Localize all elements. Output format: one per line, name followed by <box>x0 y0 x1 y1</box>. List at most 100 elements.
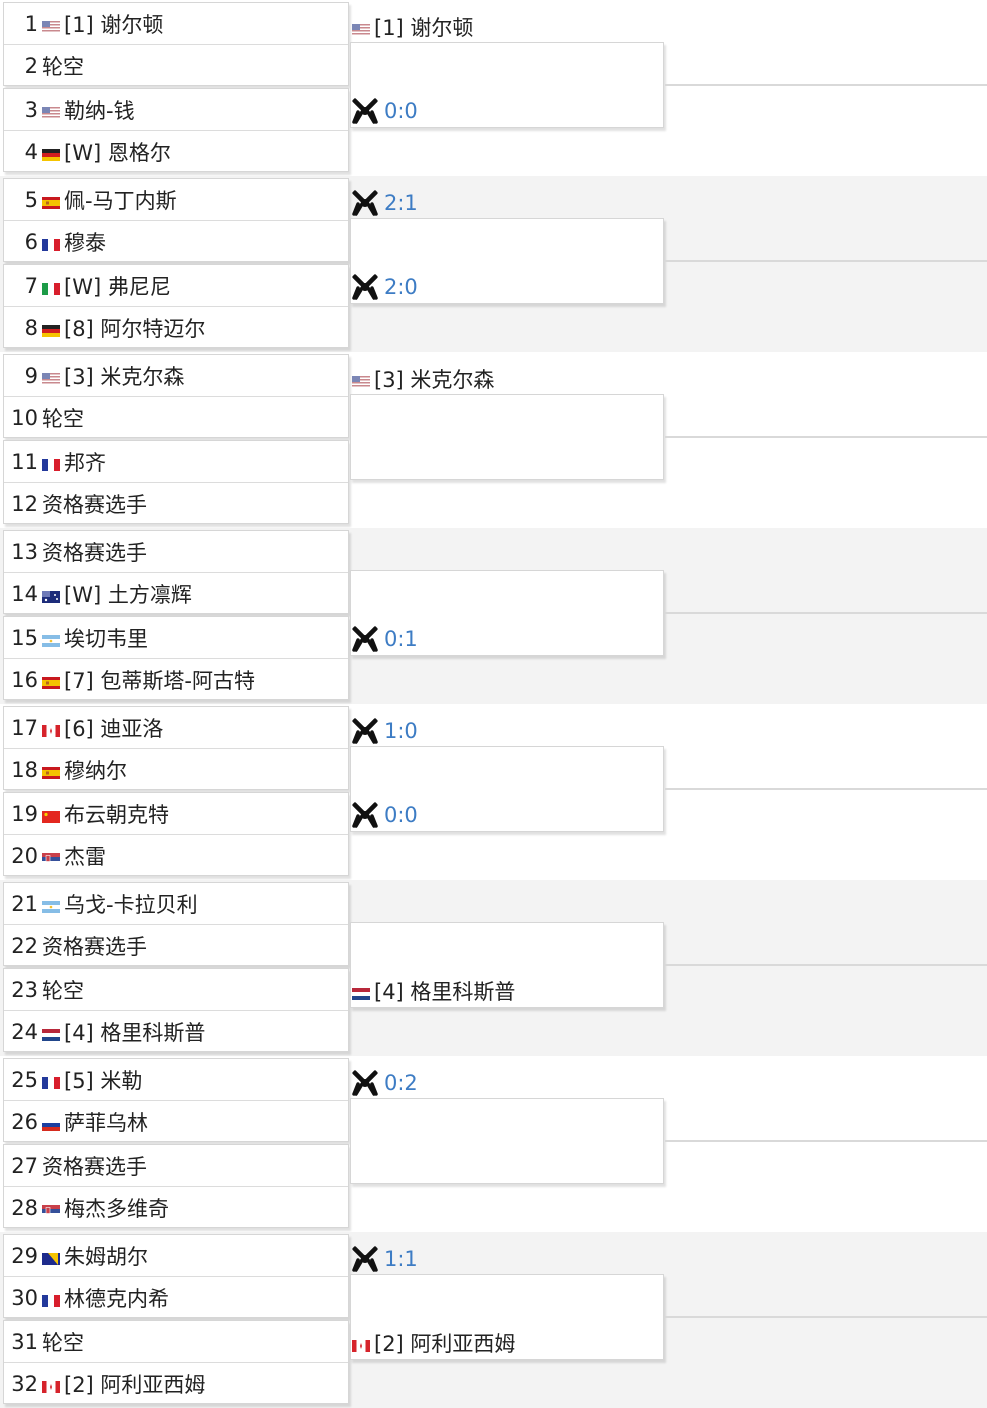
advanced-player-name: [2] 阿利亚西姆 <box>374 1332 516 1356</box>
head-to-head-score[interactable]: 0:1 <box>384 627 418 651</box>
country-flag-icon <box>42 632 60 647</box>
round2-slot[interactable]: 1:1 <box>352 1244 418 1274</box>
round2-slot[interactable]: 0:0 <box>352 800 418 830</box>
country-flag-icon <box>42 1378 60 1393</box>
round2-match-box <box>350 570 664 656</box>
round2-match-box <box>350 218 664 304</box>
head-to-head-score[interactable]: 0:2 <box>384 1071 418 1095</box>
player-row[interactable]: 8[8] 阿尔特迈尔 <box>4 307 350 349</box>
player-name: 布云朝克特 <box>64 803 169 827</box>
bracket-connector <box>665 260 987 262</box>
bracket-connector <box>665 964 987 966</box>
head-to-head-score[interactable]: 1:1 <box>384 1247 418 1271</box>
advanced-player-name: [4] 格里科斯普 <box>374 980 516 1004</box>
round2-slot[interactable]: [2] 阿利亚西姆 <box>352 1328 515 1358</box>
player-row[interactable]: 11 邦齐 <box>4 441 350 483</box>
round2-slot[interactable]: [4] 格里科斯普 <box>352 976 515 1006</box>
player-name: [W] 弗尼尼 <box>64 275 171 299</box>
round2-slot[interactable]: [3] 米克尔森 <box>352 364 494 394</box>
player-name: 穆泰 <box>64 231 106 255</box>
player-row[interactable]: 7[W] 弗尼尼 <box>4 265 350 307</box>
player-row[interactable]: 16[7] 包蒂斯塔-阿古特 <box>4 659 350 701</box>
bracket-connector <box>665 612 987 614</box>
head-to-head-score[interactable]: 2:1 <box>384 191 418 215</box>
player-row[interactable]: 14[W] 土方凛辉 <box>4 573 350 615</box>
bracket-connector <box>665 436 987 438</box>
country-flag-icon <box>42 1116 60 1131</box>
player-name: 乌戈-卡拉贝利 <box>64 893 198 917</box>
bracket-connector <box>665 84 987 86</box>
head-to-head-score[interactable]: 0:0 <box>384 803 418 827</box>
match-divider <box>4 658 348 659</box>
round2-slot[interactable]: 0:1 <box>352 624 418 654</box>
country-flag-icon <box>352 21 370 36</box>
player-row[interactable]: 24[4] 格里科斯普 <box>4 1011 350 1053</box>
seed-number: 11 <box>11 450 38 474</box>
player-name: 邦齐 <box>64 451 106 475</box>
player-name: 佩-马丁内斯 <box>64 189 177 213</box>
round2-slot[interactable]: 1:0 <box>352 716 418 746</box>
country-flag-icon <box>42 280 60 295</box>
round2-slot[interactable]: [1] 谢尔顿 <box>352 12 473 42</box>
country-flag-icon <box>42 764 60 779</box>
match-divider <box>4 306 348 307</box>
country-flag-icon <box>42 898 60 913</box>
player-row[interactable]: 25[5] 米勒 <box>4 1059 350 1101</box>
player-name: [4] 格里科斯普 <box>64 1021 206 1045</box>
head-to-head-score[interactable]: 0:0 <box>384 99 418 123</box>
round2-slot[interactable]: 2:0 <box>352 272 418 302</box>
seed-number: 29 <box>11 1244 38 1268</box>
head-to-head-score[interactable]: 1:0 <box>384 719 418 743</box>
seed-number: 5 <box>24 188 38 212</box>
seed-number: 32 <box>11 1372 38 1396</box>
match-divider <box>4 130 348 131</box>
head-to-head-score[interactable]: 2:0 <box>384 275 418 299</box>
round2-match-box <box>350 394 664 480</box>
player-row[interactable]: 5 佩-马丁内斯 <box>4 179 350 221</box>
country-flag-icon <box>42 1250 60 1265</box>
versus-icon <box>352 1070 378 1096</box>
country-flag-icon <box>42 588 60 603</box>
seed-number: 28 <box>11 1196 38 1220</box>
versus-icon <box>352 274 378 300</box>
player-row[interactable]: 32[2] 阿利亚西姆 <box>4 1363 350 1405</box>
seed-number: 23 <box>11 978 38 1002</box>
country-flag-icon <box>42 146 60 161</box>
round2-slot[interactable]: 0:0 <box>352 96 418 126</box>
versus-icon <box>352 190 378 216</box>
seed-number: 22 <box>11 934 38 958</box>
seed-number: 8 <box>24 316 38 340</box>
round2-match-box <box>350 1274 664 1360</box>
seed-number: 6 <box>24 230 38 254</box>
player-name: 资格赛选手 <box>42 493 147 517</box>
country-flag-icon <box>42 18 60 33</box>
player-row[interactable]: 9[3] 米克尔森 <box>4 355 350 397</box>
player-row[interactable]: 17[6] 迪亚洛 <box>4 707 350 749</box>
round2-slot[interactable]: 0:2 <box>352 1068 418 1098</box>
match-divider <box>4 1010 348 1011</box>
player-row[interactable]: 4[W] 恩格尔 <box>4 131 350 173</box>
player-row[interactable]: 1[1] 谢尔顿 <box>4 3 350 45</box>
round2-slot[interactable]: 2:1 <box>352 188 418 218</box>
player-row[interactable]: 6 穆泰 <box>4 221 350 263</box>
